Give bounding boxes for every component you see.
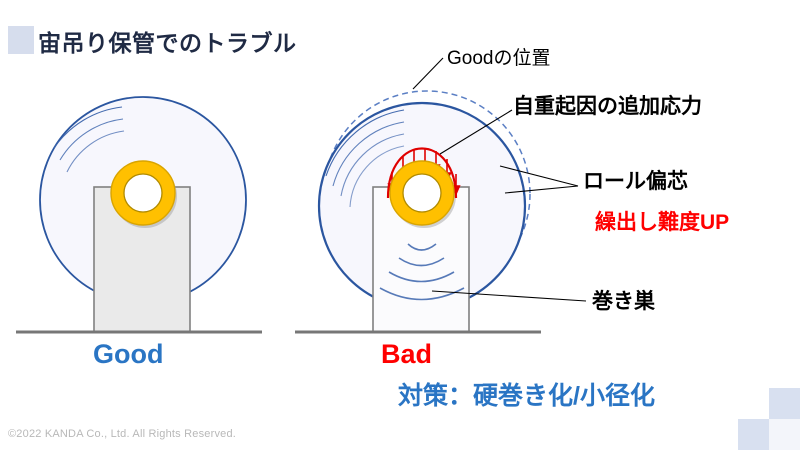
- leader-roll-eccentricity-lower: [504, 185, 579, 194]
- leader-self-weight-stress: [439, 109, 513, 155]
- good-core-hole: [123, 173, 163, 213]
- decorative-square-3: [769, 419, 800, 450]
- label-winding-voids: 巻き巣: [592, 290, 655, 313]
- bad-roll-layer-arcs: [325, 109, 405, 208]
- label-self-weight-stress: 自重起因の追加応力: [513, 95, 702, 118]
- copyright-footer: ©2022 KANDA Co., Ltd. All Rights Reserve…: [8, 428, 237, 440]
- label-roll-eccentricity: ロール偏芯: [583, 170, 688, 193]
- leader-roll-eccentricity-upper: [499, 165, 579, 187]
- good-roll-group: [16, 96, 262, 334]
- decorative-square-1: [769, 388, 800, 419]
- caption-bad: Bad: [381, 339, 433, 369]
- leader-good-position: [412, 57, 444, 90]
- good-roll-layer-arcs: [53, 106, 125, 173]
- bad-roll-group: [295, 90, 541, 334]
- label-unwinding-difficulty: 繰出し難度UP: [595, 211, 730, 234]
- decorative-square-2: [738, 419, 769, 450]
- bad-core-hole: [402, 173, 442, 213]
- leader-winding-voids: [431, 290, 587, 302]
- page-title: 宙吊り保管でのトラブル: [38, 30, 297, 56]
- title-accent-square: [8, 26, 34, 54]
- label-countermeasure: 対策：硬巻き化/小径化: [398, 382, 655, 410]
- bad-winding-voids: [379, 243, 465, 301]
- stress-distribution-curve: [386, 147, 458, 199]
- label-good-position: Goodの位置: [447, 48, 551, 69]
- leader-lines: [412, 57, 587, 302]
- caption-good: Good: [93, 339, 164, 369]
